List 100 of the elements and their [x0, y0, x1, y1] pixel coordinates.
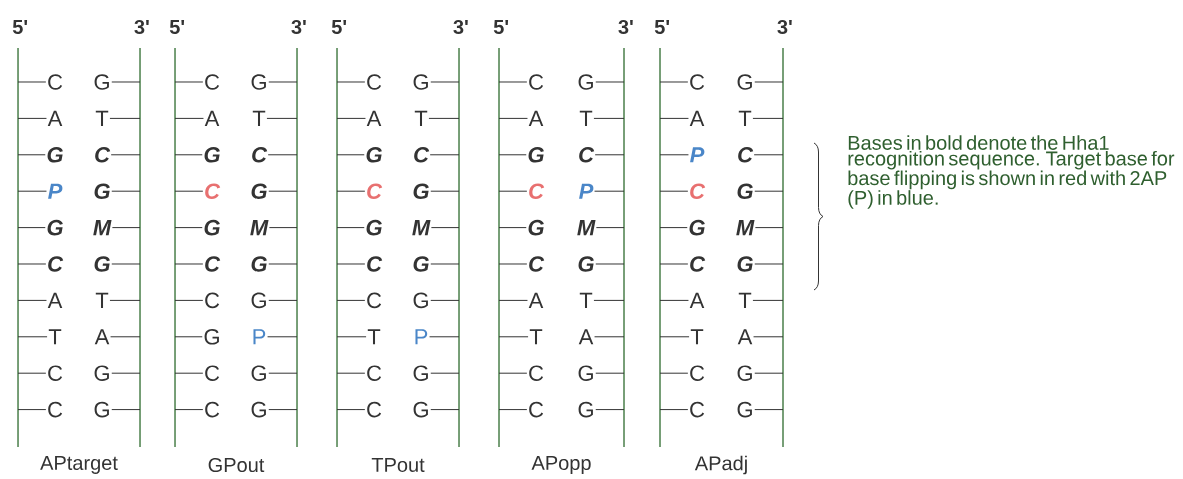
base-letter: M: [93, 220, 112, 236]
base-letter: C: [529, 256, 545, 272]
base-letter: G: [737, 256, 753, 272]
base-letter: T: [529, 329, 543, 345]
base-letter: C: [579, 147, 595, 163]
base-letter: C: [529, 74, 544, 90]
base-letter: G: [204, 329, 219, 345]
base-letter: G: [737, 401, 752, 418]
base-letter: G: [578, 256, 594, 272]
base-letter: G: [578, 365, 593, 381]
base-letter: C: [205, 256, 221, 272]
base-letter: G: [737, 74, 752, 90]
base-letter: G: [413, 401, 428, 418]
base-letter: M: [412, 220, 431, 236]
duplex-name: TPout: [371, 458, 425, 472]
base-letter: C: [48, 365, 63, 381]
base-letter: A: [528, 292, 544, 308]
base-letter: T: [738, 292, 752, 308]
base-letter: C: [690, 183, 706, 199]
base-letter: C: [205, 401, 220, 418]
base-letter: C: [48, 74, 63, 90]
strand-end-label: 3': [291, 19, 306, 35]
base-letter: G: [528, 147, 544, 163]
base-letter: C: [690, 74, 705, 90]
base-letter: G: [251, 365, 266, 381]
base-letter: A: [737, 329, 753, 345]
base-letter: C: [414, 147, 430, 163]
base-letter: A: [94, 329, 110, 345]
base-letter: P: [415, 329, 428, 345]
strand-end-label: 5': [493, 20, 509, 34]
base-letter: G: [251, 183, 267, 199]
strand-end-label: 5': [169, 20, 185, 34]
base-letter: T: [95, 110, 109, 126]
base-letter: G: [413, 292, 428, 309]
base-letter: C: [367, 292, 382, 309]
base-letter: A: [47, 110, 63, 126]
base-letter: C: [529, 365, 544, 381]
base-letter: G: [251, 256, 267, 272]
base-letter: G: [578, 74, 593, 90]
base-letter: G: [528, 219, 544, 236]
base-letter: C: [529, 401, 544, 418]
strand-end-label: 5': [654, 20, 670, 34]
base-letter: C: [738, 147, 754, 163]
base-letter: A: [689, 110, 705, 126]
base-letter: T: [95, 292, 109, 308]
base-letter: G: [94, 365, 109, 381]
base-letter: C: [205, 183, 221, 199]
base-letter: C: [252, 147, 268, 163]
base-letter: C: [529, 183, 545, 199]
base-letter: G: [737, 365, 752, 381]
base-letter: C: [690, 256, 706, 272]
base-letter: T: [414, 110, 428, 126]
duplex-name: APopp: [531, 456, 591, 474]
base-letter: P: [690, 147, 705, 163]
base-letter: C: [205, 74, 220, 90]
base-letter: G: [413, 365, 428, 381]
strand-end-label: 3': [777, 19, 792, 35]
strand-end-label: 3': [618, 19, 633, 35]
base-letter: G: [47, 219, 63, 236]
base-letter: T: [252, 110, 266, 126]
base-letter: G: [737, 183, 753, 199]
base-letter: C: [690, 401, 705, 418]
duplex-name: GPout: [208, 457, 265, 473]
base-letter: A: [578, 329, 594, 345]
base-letter: C: [367, 74, 382, 90]
base-letter: G: [251, 74, 266, 90]
base-letter: C: [367, 256, 383, 272]
base-letter: C: [690, 365, 705, 381]
base-letter: G: [366, 219, 382, 236]
base-letter: P: [253, 329, 266, 345]
base-letter: G: [413, 183, 429, 199]
base-letter: T: [48, 329, 62, 345]
base-letter: G: [413, 74, 428, 90]
base-letter: C: [48, 401, 63, 418]
base-letter: M: [577, 220, 596, 236]
base-letter: T: [367, 329, 381, 345]
base-letter: T: [579, 110, 593, 126]
base-letter: G: [578, 401, 593, 418]
duplex-name: APtarget: [40, 456, 118, 474]
base-letter: G: [94, 256, 110, 272]
base-letter: G: [204, 147, 220, 163]
base-letter: M: [250, 220, 269, 236]
base-letter: G: [366, 147, 382, 163]
base-letter: A: [689, 292, 705, 308]
base-letter: T: [738, 110, 752, 126]
base-letter: P: [579, 183, 594, 199]
base-letter: A: [204, 110, 220, 126]
base-letter: G: [94, 183, 110, 199]
base-letter: M: [736, 220, 755, 236]
base-letter: P: [48, 183, 63, 199]
base-letter: C: [367, 401, 382, 418]
base-letter: C: [48, 256, 64, 272]
base-letter: G: [94, 74, 109, 90]
base-letter: G: [94, 401, 109, 418]
strand-end-label: 3': [453, 19, 468, 35]
base-letter: C: [205, 365, 220, 381]
base-letter: C: [205, 292, 220, 309]
base-letter: G: [251, 292, 266, 309]
strand-end-label: 5': [331, 20, 347, 34]
base-letter: A: [366, 110, 382, 126]
